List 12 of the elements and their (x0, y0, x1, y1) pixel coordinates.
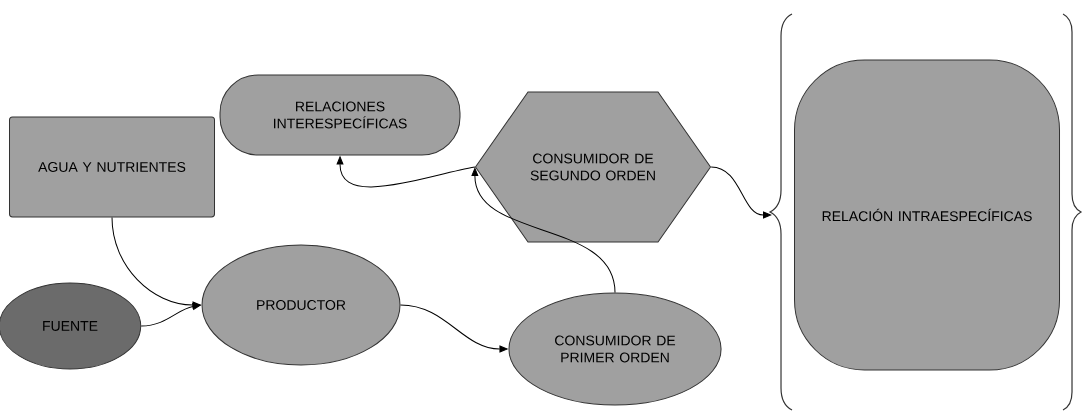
arrow (111, 217, 201, 309)
hexagon-node: CONSUMIDOR DE SEGUNDO ORDEN (475, 91, 711, 243)
ellipse-node: CONSUMIDOR DE PRIMER ORDEN (508, 292, 722, 406)
rounded-box: RELACIONES INTERESPECÍFICAS (219, 74, 461, 156)
arrow (710, 166, 772, 219)
arrow (471, 167, 616, 293)
arrow (400, 304, 508, 353)
rounded-box: RELACIÓN INTRAESPECÍFICAS (794, 59, 1060, 371)
arrow (336, 156, 476, 188)
arrow (140, 303, 201, 327)
process-box: AGUA Y NUTRIENTES (9, 116, 215, 218)
ellipse-node: PRODUCTOR (201, 244, 401, 366)
